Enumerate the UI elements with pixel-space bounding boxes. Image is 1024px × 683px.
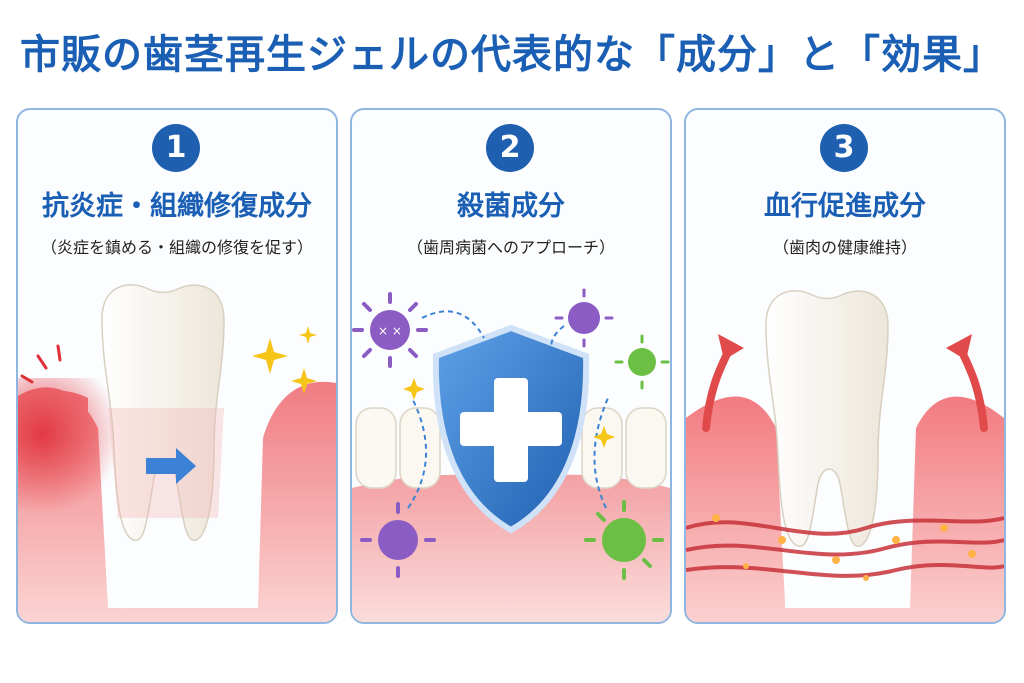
bacteria-green-icon: [614, 334, 670, 390]
panel-subtitle: （炎症を鎮める・組織の修復を促す）: [40, 238, 313, 257]
svg-text:× ×: × ×: [378, 324, 402, 338]
bacteria-purple-icon: × ×: [352, 292, 428, 368]
panel-subtitle: （歯肉の健康維持）: [772, 238, 917, 257]
healing-tooth-illustration: [18, 284, 336, 622]
panel-title: 殺菌成分: [457, 191, 565, 222]
panel-anti-inflammatory: 1 抗炎症・組織修復成分 （炎症を鎮める・組織の修復を促す）: [16, 108, 338, 624]
glow-dot-icon: [712, 514, 976, 581]
page-title: 市販の歯茎再生ジェルの代表的な「成分」と「効果」: [20, 32, 1004, 78]
shield-bacteria-illustration: × ×: [352, 288, 670, 622]
tooth-icon: [765, 290, 889, 547]
bacteria-purple-icon: [360, 502, 436, 578]
panel-number-badge: 2: [486, 124, 534, 172]
panel-antibacterial: 2 殺菌成分 （歯周病菌へのアプローチ）: [350, 108, 672, 624]
arrow-up-icon: [946, 334, 972, 360]
tooth-icon: [101, 284, 225, 541]
shield-icon: [432, 324, 590, 534]
panel-subtitle: （歯周病菌へのアプローチ）: [406, 238, 615, 257]
dashed-arrow-icon: [407, 310, 609, 509]
panel-title: 抗炎症・組織修復成分: [42, 191, 312, 222]
bacteria-purple-icon: [554, 288, 614, 348]
bacteria-green-icon: [584, 500, 664, 580]
panel-number-badge: 3: [820, 124, 868, 172]
arrow-up-icon: [718, 334, 744, 360]
panel-number-badge: 1: [152, 124, 200, 172]
panel-title: 血行促進成分: [764, 191, 926, 222]
sparkle-icon: [252, 326, 317, 394]
panel-circulation: 3 血行促進成分 （歯肉の健康維持）: [684, 108, 1006, 624]
arrow-right-icon: [146, 448, 196, 484]
pain-lines-icon: [20, 344, 62, 384]
sparkle-icon: [403, 378, 615, 448]
blood-flow-illustration: [686, 290, 1004, 622]
teeth-row: [355, 407, 667, 489]
